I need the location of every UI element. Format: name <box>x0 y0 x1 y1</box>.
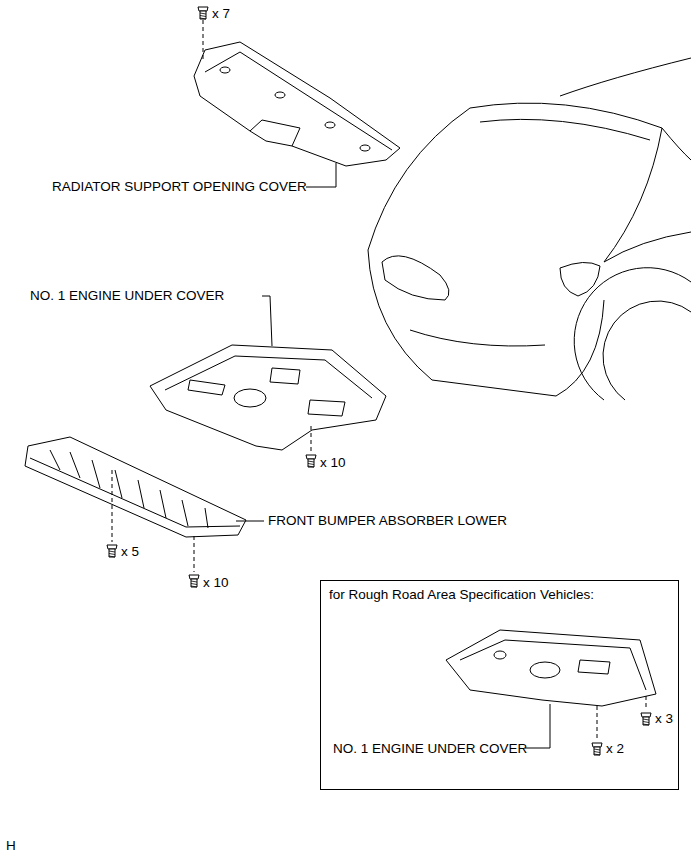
drawing-part <box>30 458 240 527</box>
drawing-part <box>165 356 372 398</box>
part-name: NO. 1 ENGINE UNDER COVER <box>30 288 224 304</box>
variant-frame: for Rough Road Area Specification Vehicl… <box>320 580 679 790</box>
drawing-part <box>306 163 336 187</box>
drawing-part <box>275 92 285 98</box>
drawing-part <box>270 368 300 384</box>
drawing-part <box>189 575 199 587</box>
drawing-part <box>382 256 449 300</box>
radiator-support-opening-cover <box>194 42 400 166</box>
fastener-count: x 10 <box>203 575 229 591</box>
drawing-part <box>410 330 545 346</box>
drawing-part <box>194 536 195 572</box>
front-bumper-absorber-lower <box>25 437 246 537</box>
drawing-part <box>205 52 392 150</box>
drawing-part <box>592 743 602 755</box>
fastener-guide-line <box>112 20 646 740</box>
drawing-part <box>470 103 662 128</box>
drawing-part <box>150 345 386 450</box>
drawing-part <box>306 455 316 467</box>
drawing-part <box>198 7 208 19</box>
drawing-part <box>203 20 204 62</box>
drawing-part <box>662 128 691 160</box>
drawing-part <box>604 232 691 262</box>
fastener-count: x 7 <box>212 6 230 22</box>
drawing-part <box>262 296 272 346</box>
drawing-part <box>641 713 651 725</box>
drawing-part <box>250 120 300 146</box>
drawing-part <box>460 640 646 690</box>
drawing-part <box>646 696 647 710</box>
drawing-part <box>574 268 691 400</box>
drawing-part <box>597 706 598 740</box>
part-name: NO. 1 ENGINE UNDER COVER <box>333 741 527 757</box>
drawing-part <box>25 437 246 537</box>
drawing-part <box>50 450 208 528</box>
drawing-part <box>604 128 662 262</box>
box-heading: for Rough Road Area Specification Vehicl… <box>329 587 594 603</box>
drawing-part <box>325 122 335 128</box>
fastener-count: x 2 <box>606 741 624 757</box>
drawing-part <box>446 630 656 706</box>
drawing-part <box>560 58 691 96</box>
car-body <box>368 58 691 400</box>
fastener-count: x 3 <box>655 711 673 727</box>
drawing-part <box>603 301 691 400</box>
drawing-part <box>236 521 264 522</box>
drawing-part <box>112 470 113 542</box>
drawing-part <box>525 704 550 748</box>
page-code: H <box>6 838 16 854</box>
drawing-part <box>494 651 506 659</box>
drawing-part <box>308 400 345 416</box>
bolt-symbol <box>107 7 651 755</box>
drawing-part <box>107 545 117 557</box>
drawing-part <box>188 380 225 395</box>
drawing-part <box>368 250 604 396</box>
drawing-part <box>360 145 370 151</box>
drawing-part <box>194 42 400 166</box>
drawing-part <box>234 389 266 407</box>
engine-under-cover <box>150 345 386 450</box>
drawing-part <box>578 660 610 674</box>
fastener-count: x 5 <box>121 544 139 560</box>
part-name: RADIATOR SUPPORT OPENING COVER <box>52 179 307 195</box>
drawing-part <box>530 662 560 678</box>
rough-road-engine-under-cover <box>446 630 656 706</box>
drawing-part <box>368 108 470 250</box>
drawing-part <box>311 426 312 452</box>
drawing-part <box>220 67 230 73</box>
fastener-count: x 10 <box>320 455 346 471</box>
part-name: FRONT BUMPER ABSORBER LOWER <box>268 513 507 529</box>
drawing-part <box>480 119 650 140</box>
leader-line <box>236 163 550 748</box>
